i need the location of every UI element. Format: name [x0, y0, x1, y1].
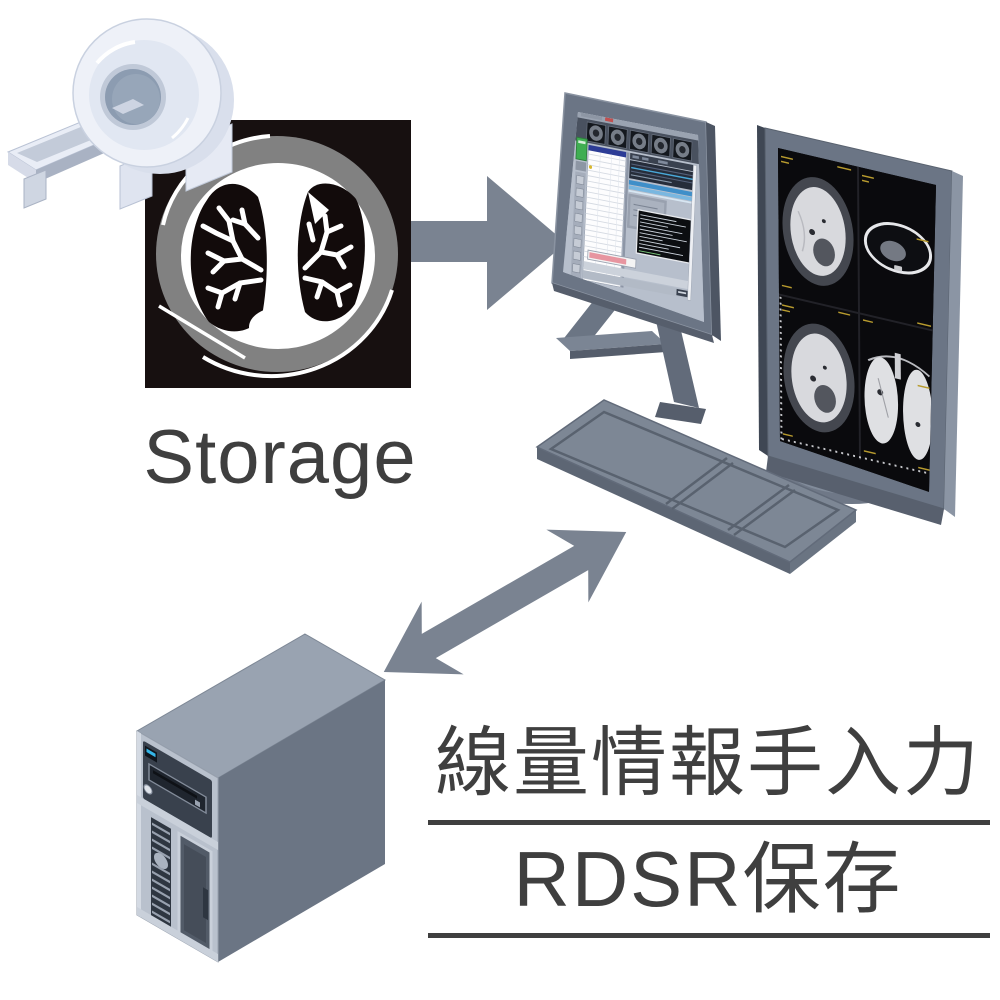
server-tower-icon: [136, 633, 386, 963]
worklist-header: [588, 144, 627, 158]
keyboard-icon: [535, 399, 858, 574]
worklist-screen: [563, 112, 704, 322]
ct-lung-image-icon: [145, 120, 411, 388]
right-arrow-icon: [411, 176, 566, 310]
ct-scanner-icon: [6, 18, 234, 210]
diagnostic-screen: [778, 148, 936, 492]
caption-dose-manual-input: 線量情報手入力: [435, 721, 981, 806]
green-status-button: [575, 136, 588, 162]
caption-underline-1: [428, 820, 990, 825]
storage-label: Storage: [143, 415, 417, 500]
worklist-monitor: [551, 92, 721, 424]
caption-underline-2: [428, 933, 990, 938]
bidirectional-arrow-icon: [383, 529, 627, 675]
power-led: [146, 748, 156, 758]
caption-rdsr-save: RDSR保存: [513, 835, 903, 923]
progress-bar: [589, 252, 627, 265]
server-front-panel: [136, 730, 219, 963]
annotation-marks: [781, 155, 933, 472]
diagnostic-monitor: [757, 125, 963, 525]
